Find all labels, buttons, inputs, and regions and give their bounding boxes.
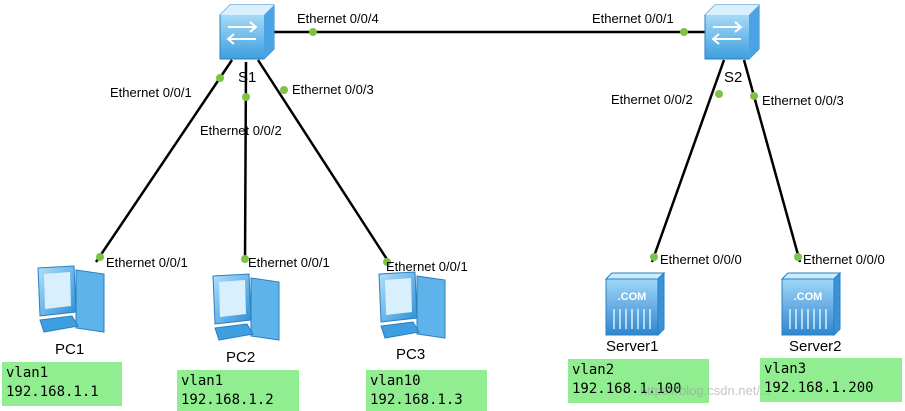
port-dot: [715, 90, 723, 98]
port-label: Ethernet 0/0/3: [762, 93, 844, 108]
switch-icon[interactable]: [219, 4, 275, 60]
vlan-label: vlan2: [572, 362, 615, 378]
port-label: Ethernet 0/0/4: [297, 11, 379, 26]
device-label-server2: Server2: [789, 338, 842, 355]
ip-label: 192.168.1.100: [572, 381, 682, 397]
port-dot: [242, 93, 250, 101]
port-dot: [750, 92, 758, 100]
vlan-label: vlan3: [764, 361, 807, 377]
port-dot: [680, 28, 688, 36]
port-dot: [96, 253, 104, 261]
vlan-label: vlan1: [6, 365, 49, 381]
port-dot: [216, 74, 224, 82]
info-box-server2: vlan3 192.168.1.200: [760, 358, 902, 402]
port-dot: [650, 253, 658, 261]
pc-icon[interactable]: [378, 271, 446, 339]
port-label: Ethernet 0/0/1: [248, 255, 330, 270]
device-label-s2: S2: [724, 69, 743, 86]
ip-label: 192.168.1.2: [181, 392, 274, 408]
port-label: Ethernet 0/0/2: [611, 92, 693, 107]
port-label: Ethernet 0/0/0: [660, 252, 742, 267]
link-s1-pc3[interactable]: [256, 59, 392, 265]
port-label: Ethernet 0/0/3: [292, 82, 374, 97]
device-label-pc1: PC1: [55, 341, 85, 358]
port-label: Ethernet 0/0/1: [110, 85, 192, 100]
port-dots: [96, 28, 802, 266]
port-dot: [794, 253, 802, 261]
link-s1-pc2[interactable]: [243, 61, 248, 263]
link-s2-server2[interactable]: [742, 59, 802, 263]
info-box-server1: vlan2 192.168.1.100: [568, 359, 709, 403]
vlan-label: vlan1: [181, 373, 224, 389]
port-label: Ethernet 0/0/1: [386, 259, 468, 274]
info-box-pc3: vlan10 192.168.1.3: [366, 370, 487, 411]
switch-icon[interactable]: [704, 4, 760, 60]
link-s2-server1[interactable]: [650, 59, 726, 263]
ip-label: 192.168.1.1: [6, 384, 99, 400]
ip-label: 192.168.1.3: [370, 392, 463, 408]
port-dot: [383, 258, 391, 266]
ip-label: 192.168.1.200: [764, 380, 874, 396]
pc-icon[interactable]: [212, 273, 280, 341]
svg-text:.COM: .COM: [794, 291, 823, 303]
port-label: Ethernet 0/0/1: [592, 11, 674, 26]
port-label: Ethernet 0/0/1: [106, 255, 188, 270]
info-box-pc2: vlan1 192.168.1.2: [177, 370, 299, 411]
device-label-pc3: PC3: [396, 346, 426, 363]
port-label: Ethernet 0/0/2: [200, 123, 282, 138]
port-dot: [309, 28, 317, 36]
port-label: Ethernet 0/0/0: [803, 252, 885, 267]
server-icon[interactable]: .COM: [780, 271, 842, 337]
port-dot: [280, 86, 288, 94]
links: [94, 30, 802, 265]
device-label-pc2: PC2: [226, 349, 256, 366]
watermark: https://blog.csdn.net/...: [640, 383, 771, 398]
info-box-pc1: vlan1 192.168.1.1: [2, 362, 122, 406]
port-dot: [241, 255, 249, 263]
link-s1-pc1[interactable]: [94, 59, 234, 263]
device-label-s1: S1: [238, 69, 257, 86]
server-icon[interactable]: .COM: [604, 271, 666, 337]
vlan-label: vlan10: [370, 373, 421, 389]
device-label-server1: Server1: [606, 338, 659, 355]
pc-icon[interactable]: [37, 265, 105, 333]
svg-text:.COM: .COM: [618, 291, 647, 303]
